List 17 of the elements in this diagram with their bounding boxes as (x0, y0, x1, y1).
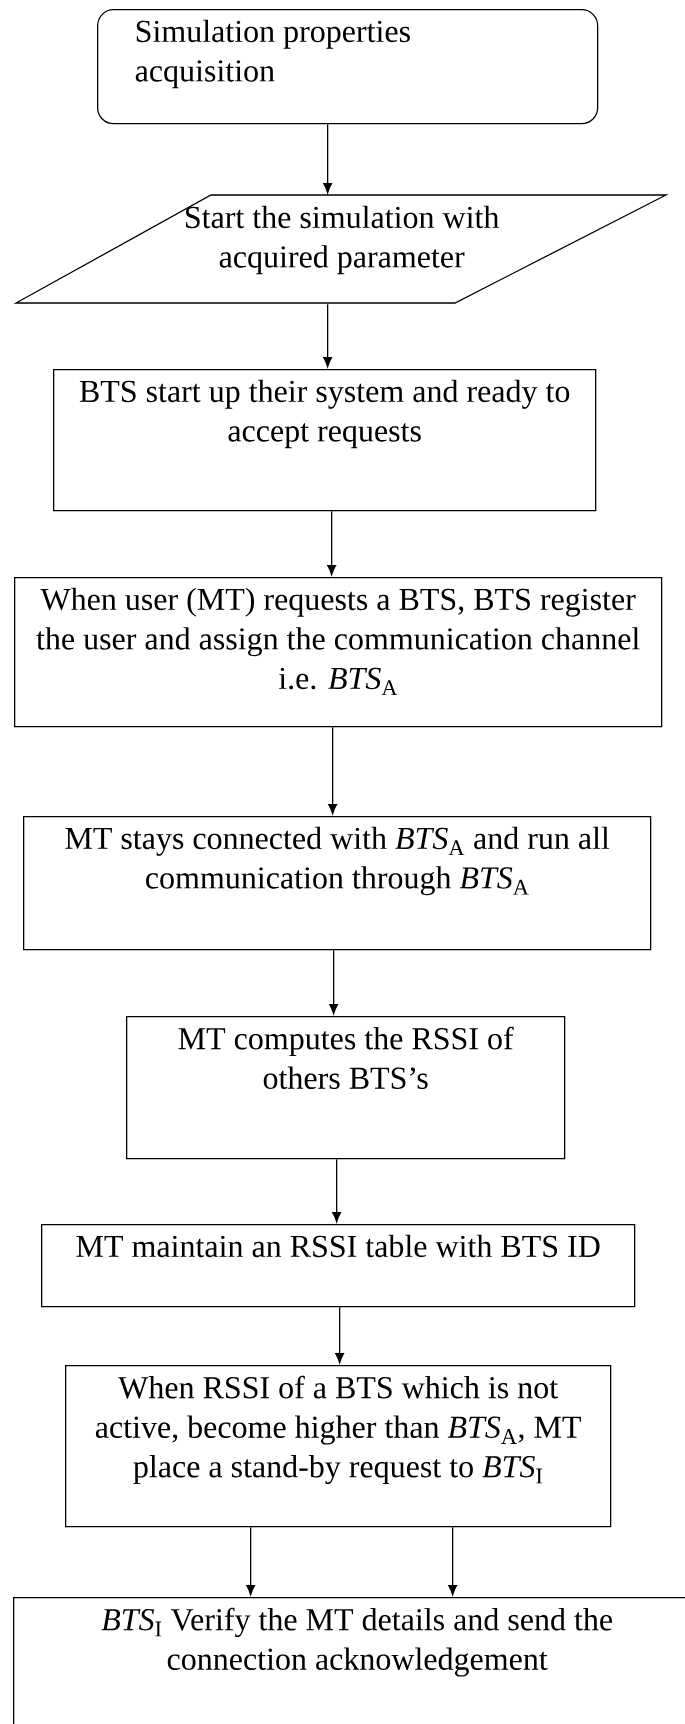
arrow (328, 726, 338, 815)
process-box: MT computes the RSSI of others BTS’s (126, 1016, 566, 1160)
process-box: MT maintain an RSSI table with BTS ID (41, 1224, 636, 1308)
arrow (327, 510, 337, 576)
arrow (323, 303, 333, 368)
arrow (332, 1158, 342, 1223)
start-box: Simulation properties acquisition (97, 9, 599, 125)
process-box: BTS start up their system and ready to accept requests (53, 369, 597, 512)
arrow (246, 1526, 256, 1596)
arrow (329, 949, 339, 1015)
arrow (323, 123, 333, 194)
process-box: BTS$_{I}$ Verify the MT details and send the connection acknowledgement (13, 1597, 685, 1724)
process-box: When RSSI of a BTS which is not active, become higher than BTS$_{A}$, MT place a stand-by request to BTS$_{I}$ (65, 1365, 612, 1528)
arrow (335, 1306, 345, 1364)
process-box: MT stays connected with BTS$_{A}$ and run all communication through BTS$_{A}$ (23, 816, 652, 951)
process-box: When user (MT) requests a BTS, BTS register the user and assign the communication channel i.e. BTS$_{A}$ (14, 577, 663, 728)
arrow (448, 1526, 458, 1596)
